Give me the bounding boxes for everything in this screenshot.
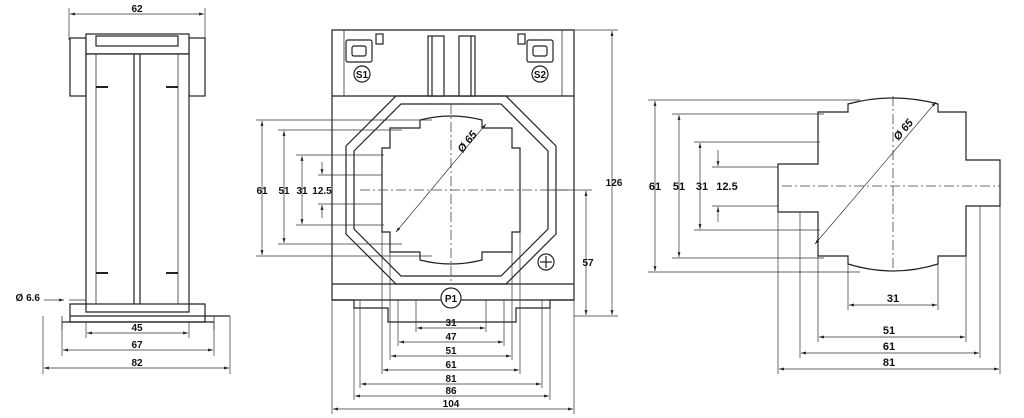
bore-h-31-label: 31: [887, 293, 899, 305]
bore-h-61-label: 61: [883, 341, 895, 353]
front-h-31-label: 31: [445, 318, 457, 329]
side-view: 62 Ø 6.6 45: [16, 4, 231, 374]
bore-detail-view: Ø 65 61 51 31 12.5 31 51 61: [648, 96, 1001, 374]
terminal-p1-label: P1: [445, 294, 458, 305]
side-dim-82-label: 82: [131, 358, 143, 369]
front-height-126-label: 126: [606, 178, 623, 189]
front-h-104-label: 104: [443, 399, 460, 410]
front-v-61-label: 61: [256, 186, 268, 197]
bore-h-81-label: 81: [883, 357, 895, 369]
front-height-57-label: 57: [582, 258, 594, 269]
front-v-12-5-label: 12.5: [312, 186, 332, 197]
front-h-61-label: 61: [445, 360, 457, 371]
front-v-31-label: 31: [296, 186, 308, 197]
front-h-86-label: 86: [445, 386, 457, 397]
bore-v-31-label: 31: [696, 181, 708, 193]
front-view: S1 S2 P1 Ø 65 126 57 61 5: [256, 29, 623, 414]
bore-v-51-label: 51: [673, 181, 685, 193]
front-h-51-label: 51: [445, 346, 457, 357]
terminal-s2-label: S2: [534, 70, 547, 81]
bore-v-61-label: 61: [649, 181, 661, 193]
side-dim-45-label: 45: [131, 323, 143, 334]
bore-h-51-label: 51: [883, 325, 895, 337]
front-v-51-label: 51: [278, 186, 290, 197]
front-h-81-label: 81: [445, 374, 457, 385]
front-h-47-label: 47: [445, 332, 457, 343]
side-hole-dia-label: Ø 6.6: [16, 293, 41, 304]
side-dim-67-label: 67: [131, 340, 143, 351]
bore-v-12-5-label: 12.5: [716, 181, 737, 193]
terminal-s1-label: S1: [356, 70, 369, 81]
side-width-label: 62: [131, 4, 143, 15]
